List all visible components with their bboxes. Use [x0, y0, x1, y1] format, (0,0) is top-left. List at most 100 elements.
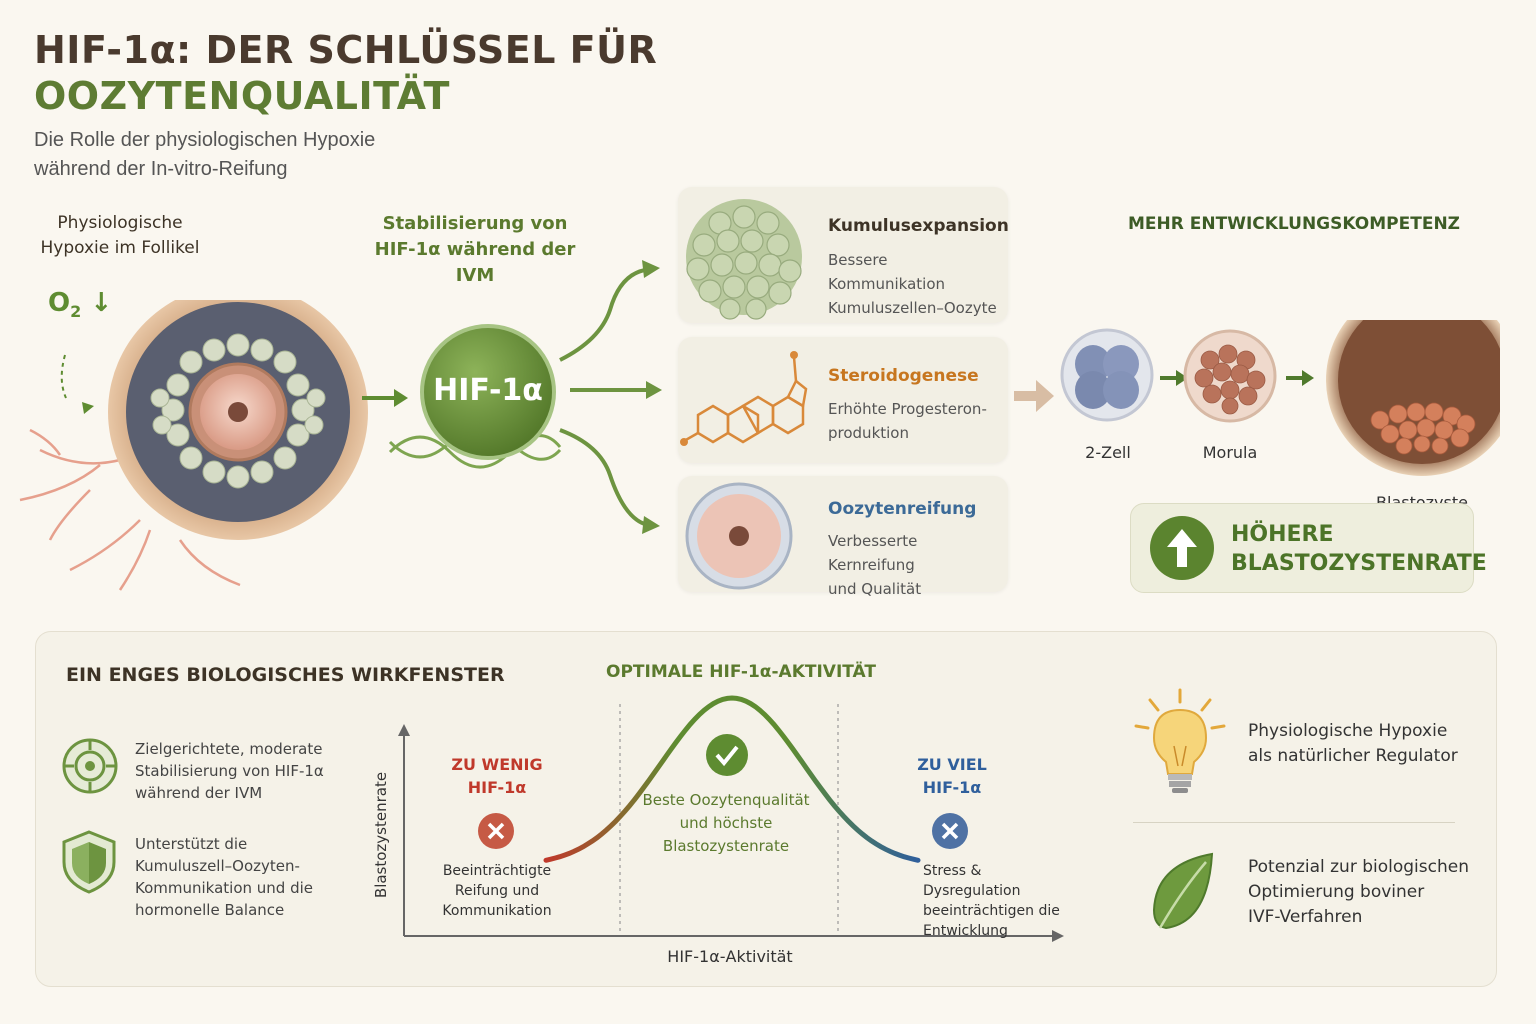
follicle-label-line: Hypoxie im Follikel: [40, 238, 200, 258]
leaf-icon: [1152, 852, 1214, 930]
dashed-arrow-icon: [60, 354, 67, 399]
embryo-stages-illustration: [1060, 320, 1500, 476]
hif-label-line: HIF-1α während der IVM: [374, 239, 576, 286]
low-zone-title-line: ZU WENIG: [451, 755, 543, 774]
card-desc-line: Erhöhte Progesteron-: [828, 400, 987, 418]
card-title: Oozytenreifung: [828, 499, 977, 519]
card-title: Kumulusexpansion: [828, 216, 1009, 236]
follicle-label-line: Physiologische: [57, 213, 183, 233]
chart-title: OPTIMALE HIF-1α-AKTIVITÄT: [606, 662, 876, 682]
side-divider: [1133, 822, 1455, 823]
o2-text: O: [48, 288, 71, 318]
cross-icon: [932, 813, 968, 849]
cross-icon: [478, 813, 514, 849]
arrowhead-icon: [642, 516, 660, 534]
card-desc-line: Bessere Kommunikation: [828, 251, 946, 293]
hif-illustration: [388, 324, 562, 469]
point-line: Unterstützt die: [135, 835, 248, 853]
card-title: Steroidogenese: [828, 366, 979, 386]
point-line: Kumuluszell–Oozyten-: [135, 857, 300, 875]
subtitle-line: Die Rolle der physiologischen Hypoxie: [34, 129, 376, 151]
low-zone-title: ZU WENIG HIF-1α: [437, 753, 557, 799]
arrowhead-icon: [642, 260, 660, 278]
desc-line: Beste Oozytenqualität: [642, 791, 810, 809]
blastocyst-rate-badge: HÖHERE BLASTOZYSTENRATE: [1130, 503, 1487, 593]
activity-curve-chart: [398, 695, 1064, 942]
chart-y-label: Blastozystenrate: [372, 771, 390, 899]
desc-line: Kommunikation: [442, 903, 552, 919]
arrow-right-icon: [1014, 380, 1054, 412]
card-kumulusexpansion: Kumulusexpansion Bessere Kommunikation K…: [678, 187, 1009, 323]
subtitle-line: während der In-vitro-Reifung: [34, 158, 288, 180]
arrowhead-icon: [646, 381, 662, 399]
high-zone-title-line: ZU VIEL: [917, 755, 987, 774]
card-description: Verbesserte Kernreifung und Qualität: [828, 529, 1008, 601]
card-description: Erhöhte Progesteron- produktion: [828, 397, 987, 445]
badge-text: HÖHERE BLASTOZYSTENRATE: [1231, 520, 1487, 578]
branch-arrows: [559, 260, 662, 534]
high-zone-description: Stress & Dysregulation beeinträchtigen d…: [923, 861, 1083, 941]
cumulus-cells: [150, 333, 326, 489]
chart-x-label: HIF-1α-Aktivität: [667, 947, 793, 966]
blood-vessel-icon: [19, 428, 241, 591]
o2-subscript: 2: [70, 302, 82, 322]
shield-icon: [62, 830, 116, 894]
page-title: HIF-1α: DER SCHLÜSSEL FÜR: [34, 28, 658, 72]
up-arrow-icon: [1150, 516, 1214, 580]
arrow-path: [559, 428, 649, 527]
chart-y-label-container: Blastozystenrate: [365, 768, 399, 908]
page-title-highlight: OOZYTENQUALITÄT: [34, 74, 450, 118]
bottom-panel: [35, 631, 1497, 987]
side-line: Potenzial zur biologischen: [1248, 857, 1469, 877]
card-desc-line: Verbesserte Kernreifung: [828, 532, 918, 574]
side-line: IVF-Verfahren: [1248, 907, 1363, 927]
point-line: Zielgerichtete, moderate: [135, 740, 323, 758]
card-description: Bessere Kommunikation Kumuluszellen–Oozy…: [828, 248, 1008, 320]
arrow-path: [559, 268, 646, 362]
hif-circle: [420, 324, 556, 460]
hif-label: Stabilisierung von HIF-1α während der IV…: [360, 211, 590, 289]
desc-line: Stress & Dysregulation: [923, 863, 1021, 899]
low-zone-description: Beeinträchtigte Reifung und Kommunikatio…: [426, 861, 568, 921]
card-desc-line: und Qualität: [828, 580, 922, 598]
hif-label-line: Stabilisierung von: [382, 213, 568, 234]
steroid-molecule-icon: [680, 351, 808, 446]
x-axis-arrowhead-icon: [1052, 930, 1064, 942]
card-desc-line: produktion: [828, 424, 909, 442]
window-point-2: Unterstützt die Kumuluszell–Oozyten- Kom…: [135, 833, 313, 921]
desc-line: Blastozystenrate: [662, 837, 790, 855]
point-line: Kommunikation und die: [135, 879, 314, 897]
point-line: während der IVM: [135, 784, 263, 802]
arrow-right-icon: [362, 389, 408, 407]
oocyte-icon: [685, 482, 793, 590]
desc-line: beeinträchtigen die: [923, 903, 1060, 919]
side-item-2: Potenzial zur biologischen Optimierung b…: [1248, 855, 1469, 930]
side-line: Optimierung boviner: [1248, 882, 1425, 902]
low-zone-title-line: HIF-1α: [467, 778, 527, 797]
card-oozytenreifung: Oozytenreifung Verbesserte Kernreifung u…: [678, 476, 1008, 598]
check-icon: [706, 734, 748, 776]
side-line: als natürlicher Regulator: [1248, 746, 1458, 766]
lightbulb-icon: [1134, 688, 1226, 793]
nucleus: [228, 402, 248, 422]
high-zone-title: ZU VIEL HIF-1α: [892, 753, 1012, 799]
page-subtitle: Die Rolle der physiologischen Hypoxie wä…: [34, 126, 375, 184]
activity-curve-line: [543, 695, 921, 863]
optimal-zone-description: Beste Oozytenqualität und höchste Blasto…: [636, 789, 816, 858]
follicle-label: Physiologische Hypoxie im Follikel: [30, 211, 210, 261]
cumulus-cluster-icon: [686, 199, 802, 320]
card-desc-line: Kumuluszellen–Oozyte: [828, 299, 997, 317]
stage-label-morula: Morula: [1202, 443, 1258, 462]
card-steroidogenese: Steroidogenese Erhöhte Progesteron- prod…: [678, 337, 1008, 463]
down-arrow-icon: ↓: [90, 288, 113, 318]
desc-line: Reifung und: [454, 883, 540, 899]
follicle-illustration: [19, 300, 368, 591]
side-line: Physiologische Hypoxie: [1248, 721, 1448, 741]
window-heading: EIN ENGES BIOLOGISCHES WIRKFENSTER: [66, 664, 505, 686]
point-line: Stabilisierung von HIF-1α: [135, 762, 324, 780]
window-point-1: Zielgerichtete, moderate Stabilisierung …: [135, 738, 324, 804]
side-item-1: Physiologische Hypoxie als natürlicher R…: [1248, 719, 1458, 769]
o2-indicator: O2 ↓: [48, 288, 112, 321]
high-zone-title-line: HIF-1α: [922, 778, 982, 797]
desc-line: und höchste: [679, 814, 773, 832]
